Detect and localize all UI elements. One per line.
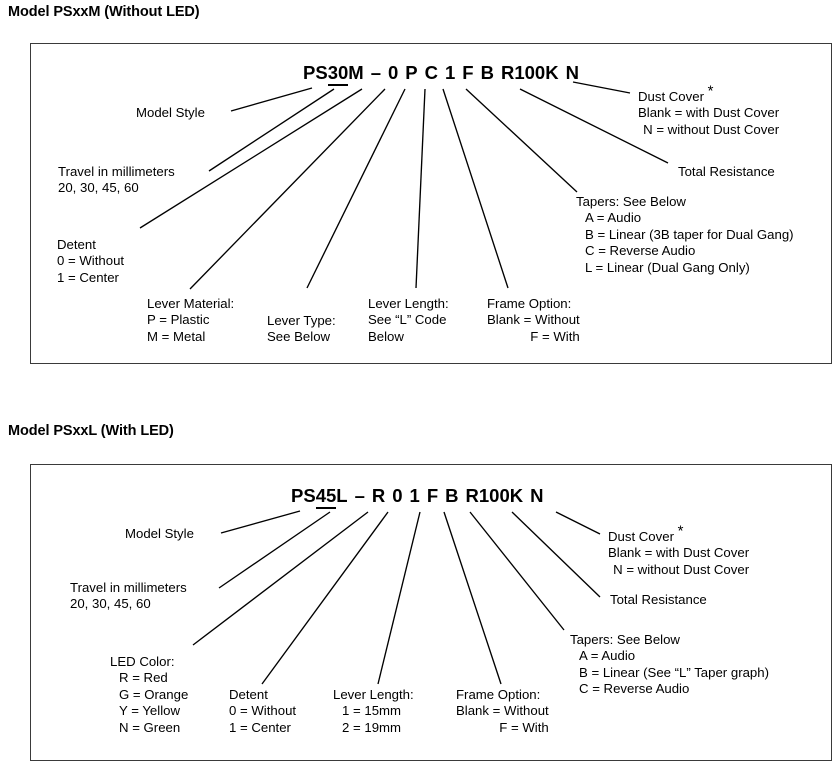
part-number-code-taper-psxxl: B [445, 485, 459, 506]
callout-detent-psxxm: Detent 0 = Without 1 = Center [57, 237, 125, 285]
callout-tapers-psxxl: Tapers: See Below A = Audio B = Linear (… [570, 632, 769, 697]
callout-lever-length-psxxm: Lever Length: See “L” Code Below [368, 296, 449, 344]
part-number-code-resistance-psxxm: R100K [500, 62, 559, 83]
callout-led-color-psxxl: LED Color: R = Red G = Orange Y = Yellow… [110, 654, 189, 735]
part-number-model-psxxm: PS30M [303, 62, 364, 86]
part-number-code-detent-psxxl: 0 [392, 485, 403, 506]
part-number-code-frame-option-psxxl: F [426, 485, 439, 506]
part-number-code-dust-cover-psxxm: N [565, 62, 579, 83]
callout-travel-psxxm: Travel in millimeters 20, 30, 45, 60 [58, 164, 175, 196]
part-number-code-dust-cover-psxxl: N [530, 485, 544, 506]
part-number-code-lever-type-psxxm: C [424, 62, 438, 83]
callout-model-style-psxxl: Model Style [125, 526, 194, 541]
part-number-code-lever-material-psxxm: P [405, 62, 418, 83]
callout-total-resistance-psxxm: Total Resistance [678, 164, 775, 179]
part-number-code-resistance-psxxl: R100K [465, 485, 524, 506]
diagram-box-psxxl [30, 464, 832, 761]
callout-total-resistance-psxxl: Total Resistance [610, 592, 707, 607]
part-number-dash-psxxm: – [370, 62, 381, 83]
callout-frame-option-psxxm: Frame Option: Blank = Without F = With [487, 296, 580, 344]
part-number-code-lever-length-psxxl: 1 [409, 485, 420, 506]
footnote-asterisk-icon: * [677, 522, 684, 540]
section-title-psxxm: Model PSxxM (Without LED) [8, 4, 200, 20]
callout-dust-cover-psxxl: Dust Cover * Blank = with Dust Cover N =… [608, 522, 750, 577]
callout-tapers-psxxm: Tapers: See Below A = Audio B = Linear (… [576, 194, 794, 275]
part-number-code-taper-psxxm: B [480, 62, 494, 83]
footnote-asterisk-icon: * [707, 82, 714, 100]
dust-cover-title-psxxm: Dust Cover * [638, 82, 714, 104]
part-number-model-psxxl: PS45L [291, 485, 348, 509]
part-number-code-frame-option-psxxm: F [462, 62, 474, 83]
section-title-psxxl: Model PSxxL (With LED) [8, 423, 174, 439]
dust-cover-title-psxxl: Dust Cover * [608, 522, 684, 544]
callout-frame-option-psxxl: Frame Option: Blank = Without F = With [456, 687, 549, 735]
callout-detent-psxxl: Detent 0 = Without 1 = Center [229, 687, 297, 735]
part-number-code-lever-length-psxxm: 1 [445, 62, 456, 83]
callout-model-style-psxxm: Model Style [136, 105, 205, 120]
callout-lever-material-psxxm: Lever Material: P = Plastic M = Metal [147, 296, 235, 344]
part-number-code-detent-psxxm: 0 [387, 62, 399, 83]
callout-travel-psxxl: Travel in millimeters 20, 30, 45, 60 [70, 580, 187, 612]
callout-dust-cover-psxxm: Dust Cover * Blank = with Dust Cover N =… [638, 82, 780, 137]
callout-lever-length-psxxl: Lever Length: 1 = 15mm 2 = 19mm [333, 687, 414, 735]
callout-lever-type-psxxm: Lever Type: See Below [267, 313, 336, 345]
part-number-dash-psxxl: – [354, 485, 365, 506]
part-number-code-led-color-psxxl: R [371, 485, 386, 506]
